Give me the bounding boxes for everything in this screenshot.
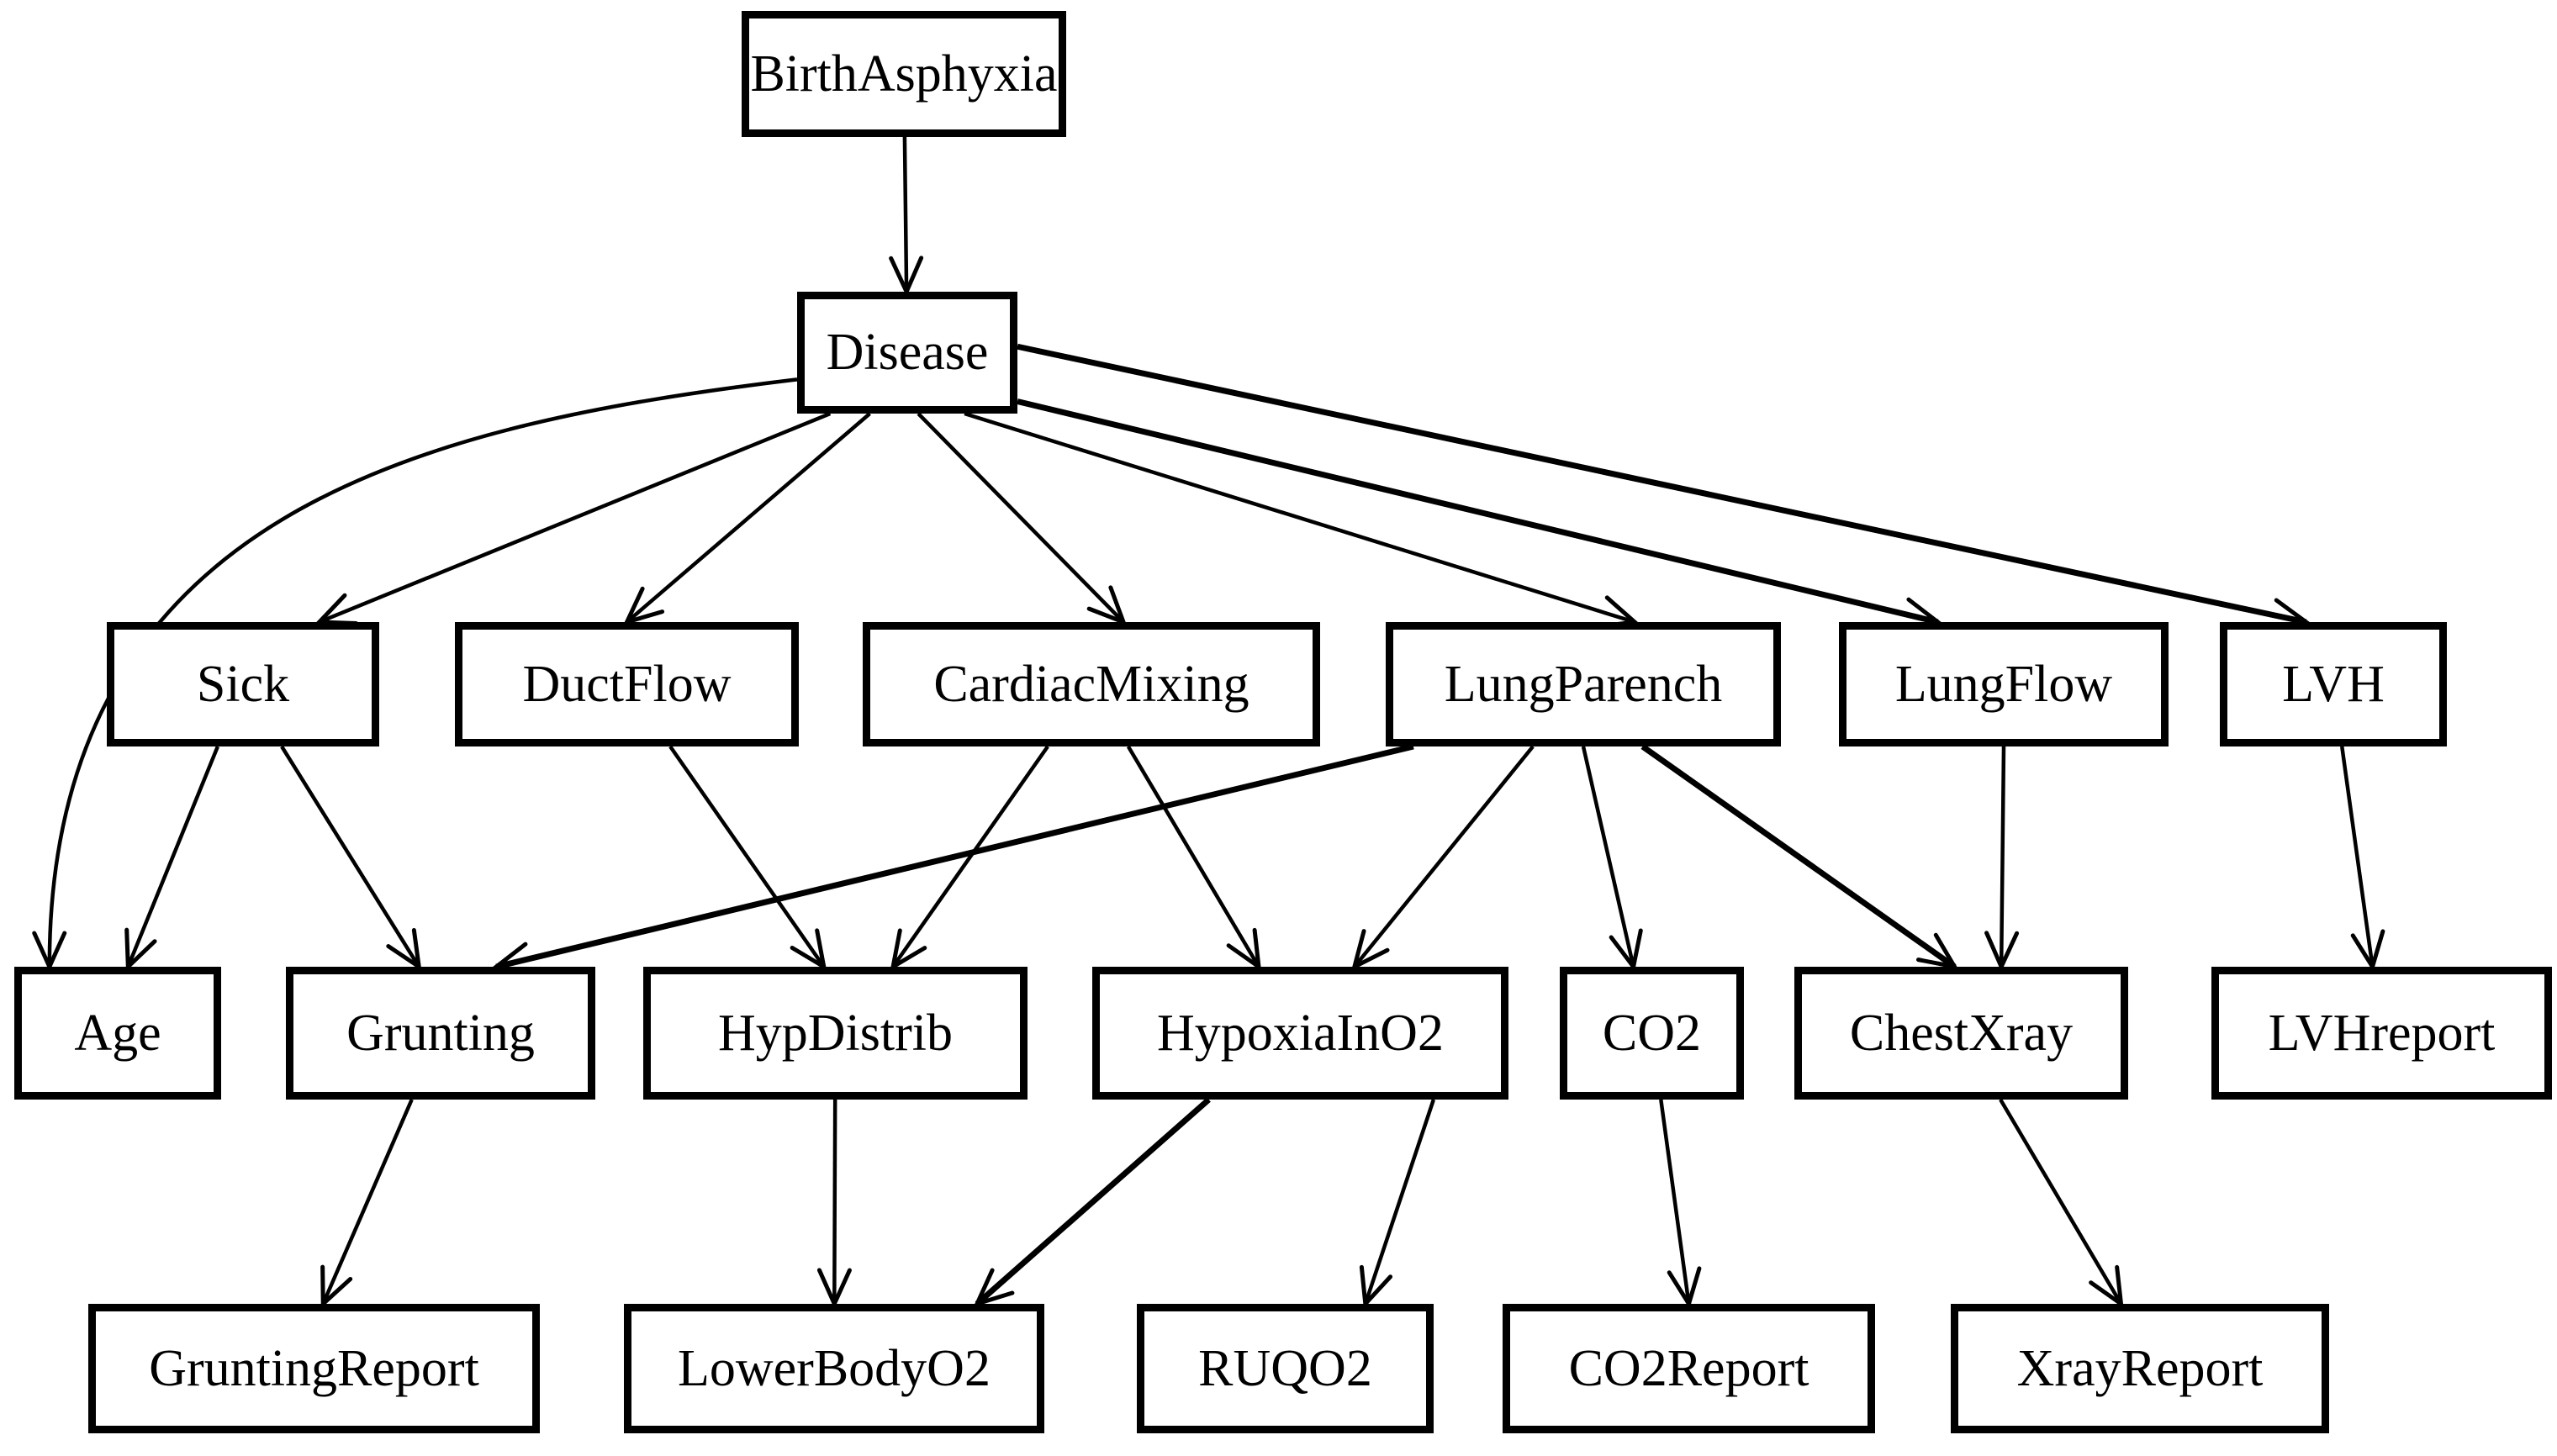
edge-lungflow-to-chestxray xyxy=(2001,746,2004,967)
edge-birthasphyxia-to-disease xyxy=(905,136,906,292)
node-label-hypoxiaino2: HypoxiaInO2 xyxy=(1157,1004,1444,1062)
node-grunting: Grunting xyxy=(286,967,595,1100)
node-birthasphyxia: BirthAsphyxia xyxy=(742,11,1066,137)
edge-ductflow-to-hypdistrib xyxy=(668,745,824,967)
node-ductflow: DuctFlow xyxy=(455,622,799,746)
node-label-sick: Sick xyxy=(196,655,290,713)
edge-disease-to-age xyxy=(50,377,798,967)
edge-grunting-to-gruntingreport xyxy=(323,1099,414,1304)
edge-hypoxiaino2-to-ruqo2 xyxy=(1366,1099,1436,1304)
node-label-hypdistrib: HypDistrib xyxy=(718,1004,953,1062)
edge-lungparench-to-co2 xyxy=(1581,746,1634,967)
node-co2report: CO2Report xyxy=(1503,1304,1875,1433)
node-label-gruntingreport: GruntingReport xyxy=(149,1339,479,1397)
node-gruntingreport: GruntingReport xyxy=(88,1304,540,1433)
node-xrayreport: XrayReport xyxy=(1951,1304,2329,1433)
edge-chestxray-to-xrayreport xyxy=(1999,1098,2121,1304)
edge-lungparench-to-grunting xyxy=(496,743,1414,967)
edge-lungparench-to-hypoxiaino2 xyxy=(1355,745,1535,967)
node-cardiacmixing: CardiacMixing xyxy=(863,622,1320,746)
node-hypoxiaino2: HypoxiaInO2 xyxy=(1092,967,1508,1100)
node-ruqo2: RUQO2 xyxy=(1137,1304,1434,1433)
node-label-ruqo2: RUQO2 xyxy=(1198,1339,1372,1397)
node-sick: Sick xyxy=(107,622,379,746)
node-label-age: Age xyxy=(74,1004,161,1062)
edge-disease-to-lungparench xyxy=(964,411,1635,622)
node-lungflow: LungFlow xyxy=(1839,622,2169,746)
edge-sick-to-grunting xyxy=(280,745,419,967)
node-label-lungflow: LungFlow xyxy=(1894,655,2113,713)
node-label-lvh: LVH xyxy=(2282,655,2385,713)
edge-hypoxiaino2-to-lowerbodyo2 xyxy=(977,1097,1211,1304)
node-disease: Disease xyxy=(797,292,1017,414)
node-label-grunting: Grunting xyxy=(346,1004,535,1062)
node-lvhreport: LVHreport xyxy=(2211,967,2552,1100)
edge-lungparench-to-chestxray xyxy=(1640,744,1955,967)
node-hypdistrib: HypDistrib xyxy=(643,967,1028,1100)
edge-disease-to-cardiacmixing xyxy=(917,412,1123,622)
node-lvh: LVH xyxy=(2220,622,2447,746)
node-co2: CO2 xyxy=(1560,967,1744,1100)
node-label-chestxray: ChestXray xyxy=(1849,1004,2074,1062)
edge-cardiacmixing-to-hypdistrib xyxy=(893,745,1049,967)
node-lowerbodyo2: LowerBodyO2 xyxy=(624,1304,1044,1433)
node-label-cardiacmixing: CardiacMixing xyxy=(933,655,1249,713)
edge-lvh-to-lvhreport xyxy=(2340,746,2372,967)
node-label-lowerbodyo2: LowerBodyO2 xyxy=(678,1339,991,1397)
node-label-xrayreport: XrayReport xyxy=(2016,1339,2264,1397)
edge-disease-to-lungflow xyxy=(1017,398,1938,623)
edge-hypdistrib-to-lowerbodyo2 xyxy=(834,1099,835,1304)
node-lungparench: LungParench xyxy=(1386,622,1781,746)
edge-disease-to-sick xyxy=(320,411,832,622)
node-chestxray: ChestXray xyxy=(1794,967,2128,1100)
edge-disease-to-lvh xyxy=(1017,343,2306,622)
edge-sick-to-age xyxy=(128,746,219,967)
node-label-birthasphyxia: BirthAsphyxia xyxy=(750,45,1058,103)
node-label-lungparench: LungParench xyxy=(1444,655,1723,713)
node-label-disease: Disease xyxy=(826,324,989,381)
edge-co2-to-co2report xyxy=(1659,1099,1688,1304)
node-label-lvhreport: LVHreport xyxy=(2268,1004,2496,1062)
edge-cardiacmixing-to-hypoxiaino2 xyxy=(1126,745,1259,967)
node-label-co2report: CO2Report xyxy=(1568,1339,1809,1397)
node-age: Age xyxy=(14,967,221,1100)
node-label-co2: CO2 xyxy=(1602,1004,1702,1062)
node-label-ductflow: DuctFlow xyxy=(522,655,732,713)
edge-disease-to-ductflow xyxy=(627,412,871,622)
